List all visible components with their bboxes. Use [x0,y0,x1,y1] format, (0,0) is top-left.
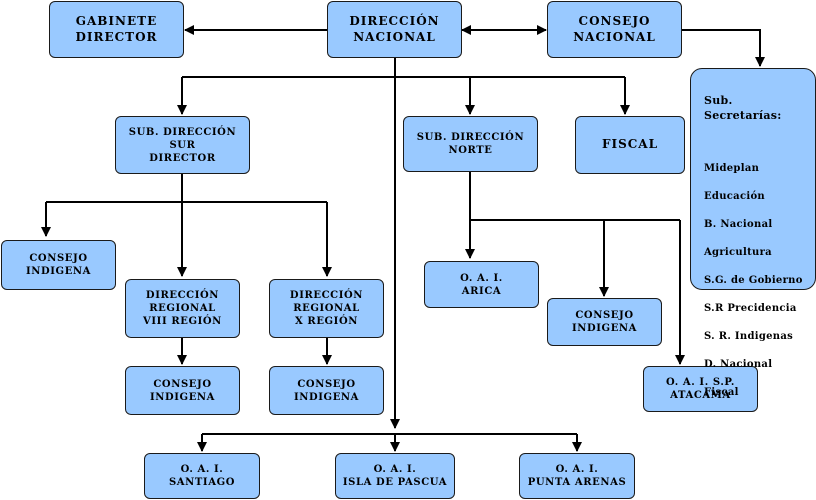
direccion-regional-viii-box: DIRECCIÓN REGIONAL VIII REGIÓN [125,279,240,338]
consejo-indigena-sur-box: CONSEJO INDIGENA [1,240,116,290]
oai-punta-arenas-box: O. A. I. PUNTA ARENAS [519,453,635,499]
oai-isla-pascua-box: O. A. I. ISLA DE PASCUA [335,453,455,499]
fiscal-box: FISCAL [575,116,685,174]
consejo-indigena-viii-box: CONSEJO INDIGENA [125,366,240,415]
oai-arica-box: O. A. I. ARICA [424,261,539,308]
subsecretaria-item: D. Nacional [704,358,773,370]
subsecretarias-title: Sub. Secretarías: [704,94,782,123]
consejo-indigena-x-box: CONSEJO INDIGENA [269,366,384,415]
subsecretaria-item: Fiscal [704,386,739,398]
direccion-nacional-box: DIRECCIÓN NACIONAL [327,1,462,58]
subsecretaria-item: Educación [704,190,765,202]
subsecretaria-item: Mideplan [704,162,760,174]
subsecretaria-item: S.G. de Gobierno [704,274,803,286]
subsecretaria-item: S.R Precidencia [704,302,797,314]
oai-atacama-box: O. A. I. S.P. ATACAMA [643,366,758,412]
sub-direccion-norte-box: SUB. DIRECCIÓN NORTE [403,116,538,172]
direccion-regional-x-box: DIRECCIÓN REGIONAL X REGIÓN [269,279,384,338]
sub-direccion-sur-box: SUB. DIRECCIÓN SUR DIRECTOR [115,116,250,174]
gabinete-director-box: GABINETE DIRECTOR [49,1,184,58]
subsecretarias-box: Sub. Secretarías: Mideplan Educación B. … [690,68,816,398]
subsecretaria-item: Agricultura [704,246,772,258]
consejo-nacional-box: CONSEJO NACIONAL [547,1,682,58]
subsecretaria-item: B. Nacional [704,218,773,230]
subsecretaria-item: S. R. Indigenas [704,330,794,342]
consejo-indigena-norte-box: CONSEJO INDIGENA [547,298,662,346]
oai-santiago-box: O. A. I. SANTIAGO [144,453,260,499]
